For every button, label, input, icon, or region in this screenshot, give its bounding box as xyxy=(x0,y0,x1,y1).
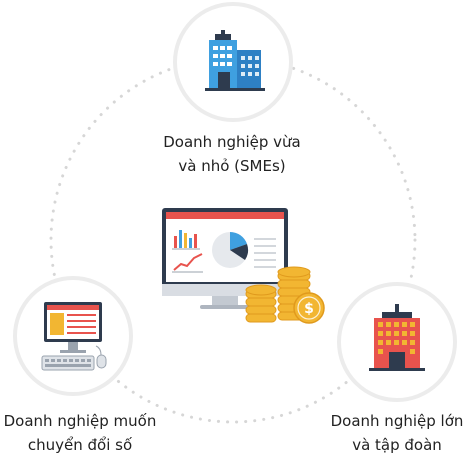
desktop-computer-icon xyxy=(41,302,107,371)
large-label-line2: và tập đoàn xyxy=(352,436,442,454)
smes-label: Doanh nghiệp vừa và nhỏ (SMEs) xyxy=(132,130,332,178)
dashboard-monitor-coins-icon: $ xyxy=(162,208,325,324)
office-building-icon xyxy=(205,30,265,91)
smes-label-line2: và nhỏ (SMEs) xyxy=(178,157,286,175)
corporate-tower-icon xyxy=(369,304,425,371)
svg-text:$: $ xyxy=(304,301,314,317)
digital-label-line1: Doanh nghiệp muốn xyxy=(3,412,157,430)
large-label-line1: Doanh nghiệp lớn xyxy=(330,412,464,430)
digital-label: Doanh nghiệp muốn chuyển đổi số xyxy=(0,409,160,457)
digital-label-line2: chuyển đổi số xyxy=(27,436,133,454)
large-label: Doanh nghiệp lớn và tập đoàn xyxy=(330,409,464,457)
dotted-orbit xyxy=(49,56,417,424)
smes-label-line1: Doanh nghiệp vừa xyxy=(163,133,301,151)
